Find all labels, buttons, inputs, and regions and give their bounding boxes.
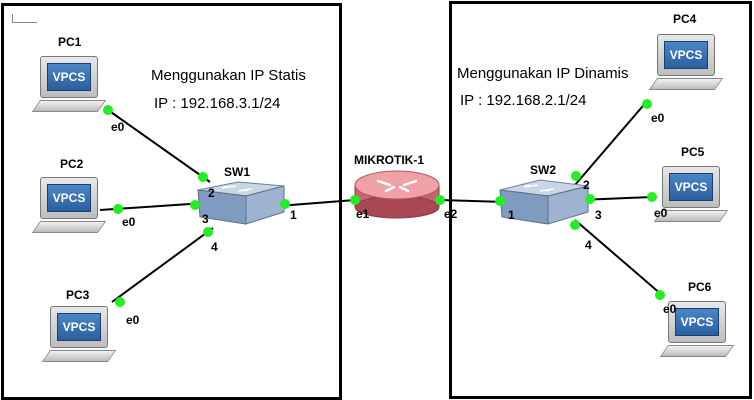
router-e2-label: e2 (444, 207, 458, 221)
left-zone-ip: IP : 192.168.3.1/24 (154, 95, 281, 112)
sw2-port4-label: 4 (585, 238, 592, 252)
monitor-icon: VPCS (40, 56, 98, 98)
port-dot (647, 192, 657, 202)
port-dot (642, 99, 652, 109)
port-dot (435, 195, 445, 205)
sw2-port3-label: 3 (595, 208, 602, 222)
corner-mark (12, 14, 37, 23)
left-zone-title: Menggunakan IP Statis (151, 67, 306, 84)
pc4-vpcs-icon[interactable]: VPCS (648, 34, 724, 96)
port-dot (495, 196, 505, 206)
link-router-sw2 (439, 199, 506, 203)
monitor-icon: VPCS (50, 306, 108, 348)
port-dot (585, 194, 595, 204)
pc3-label: PC3 (66, 288, 90, 302)
sw2-switch-icon[interactable] (499, 179, 589, 225)
router-icon[interactable] (354, 170, 440, 219)
link-pc3-sw1 (111, 227, 214, 303)
sw2-port1-label: 1 (508, 208, 515, 222)
sw2-label: SW2 (530, 163, 557, 177)
pc2-label: PC2 (60, 157, 84, 171)
pc6-label: PC6 (688, 280, 712, 294)
pc2-port-label: e0 (122, 215, 136, 229)
port-dot (655, 290, 665, 300)
sw1-switch-icon[interactable] (197, 181, 285, 225)
pc2-vpcs-icon[interactable]: VPCS (31, 177, 107, 239)
pc4-label: PC4 (673, 12, 697, 26)
pc4-port-label: e0 (651, 111, 665, 125)
link-sw2-pc6 (574, 219, 663, 296)
monitor-icon: VPCS (40, 177, 98, 219)
pc1-port-label: e0 (111, 120, 125, 134)
vpcs-label: VPCS (664, 41, 708, 69)
pc1-label: PC1 (58, 35, 82, 49)
port-dot (115, 297, 125, 307)
pc6-port-label: e0 (663, 302, 677, 316)
monitor-icon: VPCS (668, 301, 726, 343)
vpcs-label: VPCS (675, 308, 719, 336)
port-dot (113, 204, 123, 214)
port-dot (203, 227, 213, 237)
sw1-label: SW1 (224, 165, 251, 179)
port-dot (280, 199, 290, 209)
base-icon (648, 78, 724, 90)
router-e1-label: e1 (356, 207, 370, 221)
port-dot (103, 105, 113, 115)
right-zone-ip: IP : 192.168.2.1/24 (460, 92, 587, 109)
port-dot (571, 171, 581, 181)
sw1-port3-label: 3 (202, 212, 209, 226)
monitor-icon: VPCS (662, 166, 720, 208)
link-sw2-pc4 (574, 99, 649, 186)
base-icon (31, 100, 107, 112)
pc1-vpcs-icon[interactable]: VPCS (31, 56, 107, 118)
base-icon (31, 221, 107, 233)
base-icon (41, 350, 117, 362)
pc6-vpcs-icon[interactable]: VPCS (659, 301, 735, 363)
vpcs-label: VPCS (57, 313, 101, 341)
link-pc1-sw1 (107, 109, 211, 183)
vpcs-label: VPCS (669, 173, 713, 201)
port-dot (570, 220, 580, 230)
link-sw1-router (277, 199, 356, 207)
pc3-port-label: e0 (126, 313, 140, 327)
pc3-vpcs-icon[interactable]: VPCS (41, 306, 117, 368)
port-dot (198, 172, 208, 182)
sw1-port1-label: 1 (290, 208, 297, 222)
pc5-label: PC5 (681, 145, 705, 159)
right-zone-title: Menggunakan IP Dinamis (457, 65, 629, 82)
sw1-port4-label: 4 (211, 240, 218, 254)
pc5-port-label: e0 (654, 206, 668, 220)
sw1-port2-label: 2 (208, 186, 215, 200)
pc5-vpcs-icon[interactable]: VPCS (653, 166, 729, 228)
vpcs-label: VPCS (47, 184, 91, 212)
vpcs-label: VPCS (47, 63, 91, 91)
port-dots (103, 99, 665, 307)
port-dot (350, 195, 360, 205)
monitor-icon: VPCS (657, 34, 715, 76)
sw2-port2-label: 2 (583, 178, 590, 192)
base-icon (659, 345, 735, 357)
port-dot (190, 200, 200, 210)
router-label: MIKROTIK-1 (354, 153, 424, 167)
